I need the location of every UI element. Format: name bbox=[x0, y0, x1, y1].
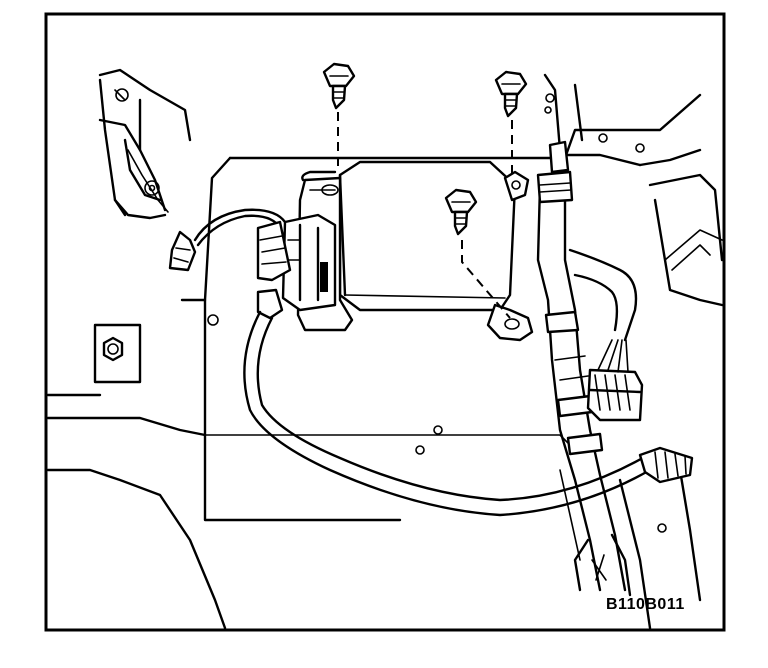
pigtail-connector bbox=[168, 208, 287, 272]
figure-code: B110B011 bbox=[606, 596, 685, 613]
module-harness bbox=[243, 220, 694, 517]
left-bracket bbox=[98, 68, 192, 220]
floor-holes bbox=[207, 93, 667, 533]
main-harness bbox=[536, 140, 644, 597]
mounting-screw-front bbox=[444, 188, 511, 319]
mounting-screw-left bbox=[322, 62, 356, 172]
floor-panel bbox=[46, 73, 724, 630]
mounting-screw-right bbox=[494, 70, 528, 178]
floor-bolt bbox=[93, 323, 142, 384]
airbag-module bbox=[281, 160, 534, 342]
figure-frame bbox=[44, 12, 726, 632]
